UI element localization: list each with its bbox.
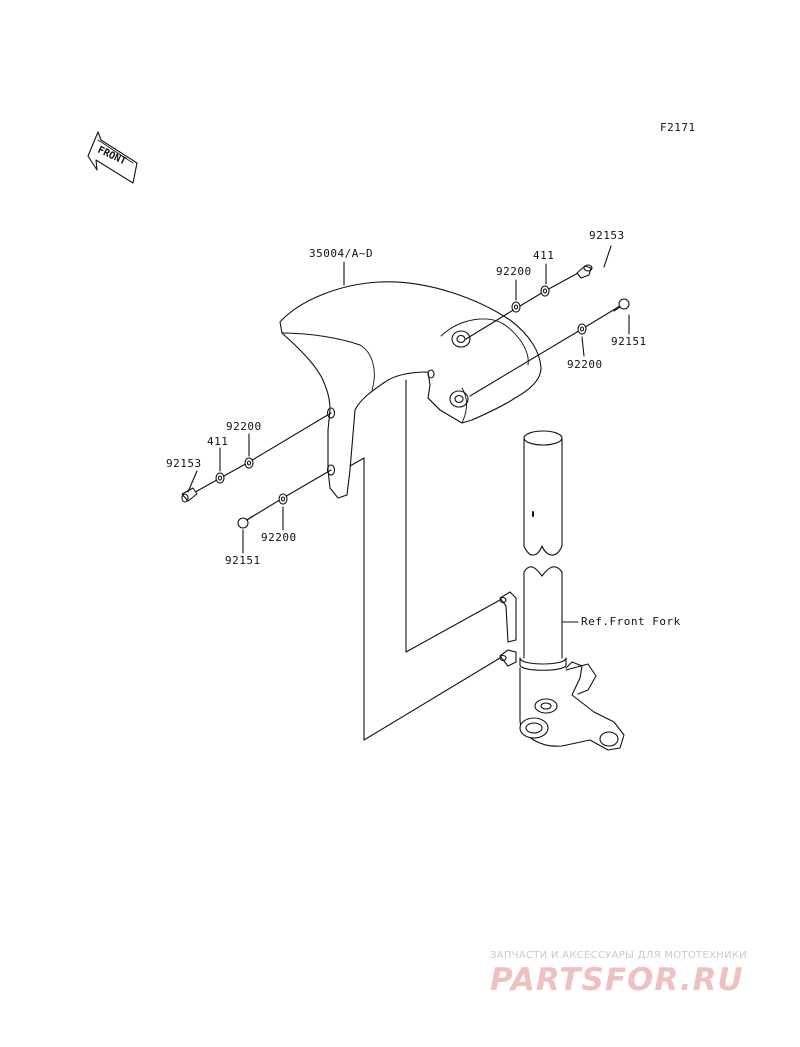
bolt-92151-left-lower-icon bbox=[237, 515, 254, 529]
part-label-92151-left-lower: 92151 bbox=[225, 554, 261, 567]
part-label-92200-left-lower: 92200 bbox=[261, 531, 297, 544]
collar-411-left-icon bbox=[215, 472, 225, 484]
reference-front-fork-label: Ref.Front Fork bbox=[581, 615, 681, 628]
front-fork-lower bbox=[499, 566, 625, 751]
bolt-92153-top-right-icon bbox=[576, 264, 593, 279]
bolt-92151-right-icon bbox=[613, 298, 630, 312]
washer-92200-top-right-icon bbox=[511, 301, 521, 313]
part-label-92151-right: 92151 bbox=[611, 335, 647, 348]
collar-411-top-right-icon bbox=[540, 285, 550, 297]
part-label-92200-right: 92200 bbox=[567, 358, 603, 371]
watermark-tagline: ЗАПЧАСТИ И АКСЕССУАРЫ ДЛЯ МОТОТЕХНИКИ bbox=[490, 950, 747, 961]
front-arrow-icon: FRONT bbox=[87, 131, 138, 184]
part-label-411-left: 411 bbox=[207, 435, 229, 448]
part-label-92153-left: 92153 bbox=[166, 457, 202, 470]
washer-92200-left-upper-icon bbox=[244, 457, 254, 469]
watermark-logo: PARTSFOR.RU bbox=[490, 962, 744, 998]
bolt-92153-left-icon bbox=[181, 487, 198, 503]
part-label-92200-top-right: 92200 bbox=[496, 265, 532, 278]
part-label-411-top-right: 411 bbox=[533, 249, 555, 262]
part-label-92153-top-right: 92153 bbox=[589, 229, 625, 242]
washer-92200-left-lower-icon bbox=[278, 493, 288, 505]
washer-92200-right-icon bbox=[577, 323, 587, 335]
figure-code: F2171 bbox=[660, 121, 696, 134]
front-fender bbox=[279, 281, 542, 499]
part-label-35004: 35004/A~D bbox=[309, 247, 374, 260]
front-fork-tube-upper bbox=[523, 430, 563, 556]
part-label-92200-left-upper: 92200 bbox=[226, 420, 262, 433]
